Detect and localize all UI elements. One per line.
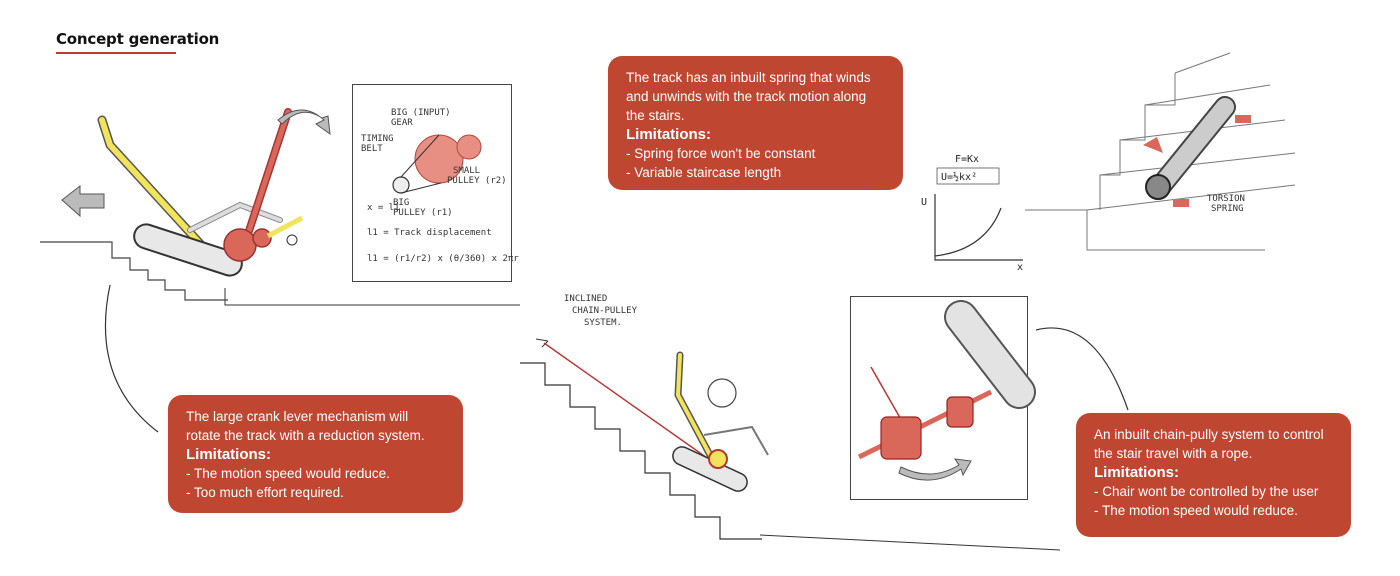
callout-spring-line-2: and unwinds with the track motion along — [626, 89, 867, 104]
graph-axis-u: U — [921, 197, 927, 208]
note-torsion: TORSION — [1207, 194, 1245, 204]
callout-crank-line-1: The large crank lever mechanism will — [186, 409, 409, 424]
callout-pulley-line-2: the stair travel with a rope. — [1094, 446, 1253, 461]
callout-spring-limitation-2: - Variable staircase length — [626, 165, 782, 180]
callout-spring-limitations-label: Limitations: — [626, 126, 711, 143]
callout-pulley-limitation-1: - Chair wont be controlled by the user — [1094, 484, 1319, 499]
note-track-displacement: l1 = Track displacement — [367, 228, 492, 238]
callout-spring-limitation-1: - Spring force won't be constant — [626, 146, 816, 161]
note-inclined: INCLINED — [564, 294, 607, 304]
gear-diagram-frame: BIG (INPUT) GEAR TIMING BELT SMALL PULLE… — [352, 84, 519, 282]
callout-crank-limitations-label: Limitations: — [186, 446, 271, 463]
note-big-gear: BIG (INPUT) — [391, 108, 451, 118]
note-x-equals: x = l1 — [367, 203, 400, 213]
note-system: SYSTEM. — [584, 318, 622, 328]
callout-crank-line-2: rotate the track with a reduction system… — [186, 428, 425, 443]
callout-crank-limitation-2: - Too much effort required. — [186, 485, 344, 500]
graph-axis-x: x — [1017, 262, 1023, 273]
note-chain-pulley: CHAIN-PULLEY — [572, 306, 638, 316]
note-big-pulley: BIG — [393, 198, 409, 208]
note-belt: BELT — [361, 144, 383, 154]
callout-pulley-limitations-label: Limitations: — [1094, 464, 1179, 481]
title-underline — [56, 52, 176, 54]
callout-spring-line-1: The track has an inbuilt spring that win… — [626, 70, 871, 85]
note-timing: TIMING — [361, 134, 394, 144]
callout-crank-limitation-1: - The motion speed would reduce. — [186, 466, 390, 481]
gear-diagram-sketch: BIG (INPUT) GEAR TIMING BELT SMALL PULLE… — [361, 108, 519, 264]
note-small-pulley: SMALL — [453, 166, 480, 176]
formula-u-energy: U=½kx² — [941, 171, 977, 183]
inclined-chain-pulley-sketch: INCLINED CHAIN-PULLEY SYSTEM. — [520, 294, 769, 540]
spring-energy-graph: F=Kx U=½kx² U x — [921, 154, 1023, 273]
callout-spring-track: The track has an inbuilt spring that win… — [608, 56, 903, 190]
pulley-detail-sketch — [857, 300, 1036, 481]
note-big-pulley-r1: PULLEY (r1) — [393, 208, 453, 218]
crank-lever-sketch — [61, 108, 331, 277]
callout-chain-pulley: An inbuilt chain-pully system to control… — [1076, 413, 1351, 537]
pulley-detail-frame — [850, 296, 1036, 500]
note-gear: GEAR — [391, 118, 413, 128]
note-small-pulley-r2: PULLEY (r2) — [447, 176, 507, 186]
note-formula: l1 = (r1/r2) x (θ/360) x 2πr — [367, 254, 519, 264]
formula-f-kx: F=Kx — [955, 154, 979, 165]
callout-spring-line-3: the stairs. — [626, 108, 685, 123]
torsion-spring-sketch: TORSION SPRING — [1025, 52, 1296, 251]
callout-pulley-line-1: An inbuilt chain-pully system to control — [1094, 427, 1324, 442]
callout-crank-lever: The large crank lever mechanism will rot… — [168, 395, 463, 513]
note-spring: SPRING — [1211, 204, 1244, 214]
page-title: Concept generation — [56, 30, 220, 48]
callout-pulley-limitation-2: - The motion speed would reduce. — [1094, 503, 1298, 518]
